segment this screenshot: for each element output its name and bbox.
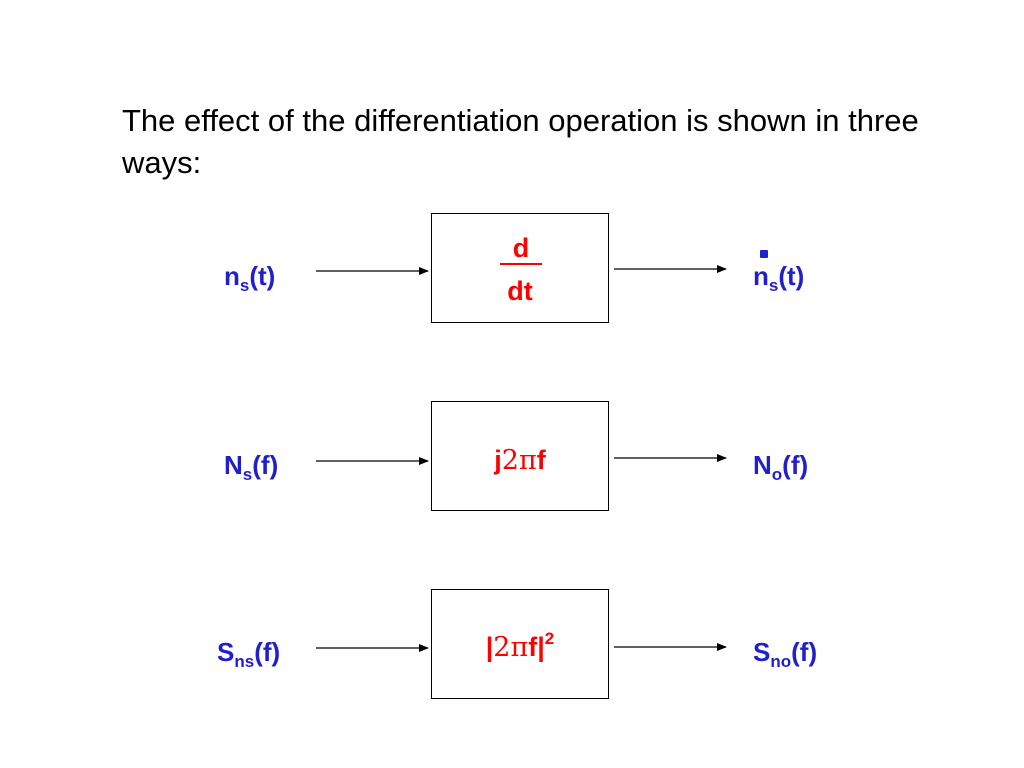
operator-box-derivative: d dt — [431, 213, 609, 323]
operator-box-frequency: j2πf — [431, 401, 609, 511]
input-psd: Sns(f) — [217, 637, 280, 671]
input-spectrum-base: N — [224, 450, 243, 480]
time-derivative-dot-icon — [760, 250, 768, 258]
output-signal-time-arg: (t) — [778, 261, 805, 291]
input-signal-time-sub: s — [239, 276, 250, 295]
input-spectrum: Ns(f) — [224, 450, 278, 484]
psd-operator-power: 2 — [544, 629, 555, 648]
psd-operator: |2πf|2 — [432, 629, 608, 666]
input-signal-time-arg: (t) — [249, 261, 276, 291]
output-spectrum-arg: (f) — [782, 450, 809, 480]
output-spectrum: No(f) — [753, 450, 808, 484]
psd-operator-greek: 2π — [493, 632, 529, 663]
output-psd-base: S — [753, 637, 771, 667]
output-signal-time-sub: s — [768, 276, 779, 295]
output-psd: Sno(f) — [753, 637, 817, 671]
input-spectrum-arg: (f) — [252, 450, 279, 480]
output-signal-time: ns(t) — [753, 261, 804, 295]
input-signal-time: ns(t) — [224, 261, 275, 295]
output-psd-sub: no — [770, 652, 792, 671]
input-psd-sub: ns — [234, 652, 255, 671]
output-spectrum-sub: o — [771, 465, 783, 484]
frequency-operator-greek: 2π — [501, 445, 537, 476]
frequency-operator-suffix: f — [536, 445, 546, 475]
output-signal-time-base: n — [753, 261, 769, 291]
intro-text: The effect of the differentiation operat… — [122, 103, 919, 180]
input-spectrum-sub: s — [242, 465, 253, 484]
psd-operator-prefix: | — [485, 632, 494, 662]
psd-operator-suffix: f| — [528, 632, 545, 662]
input-psd-arg: (f) — [254, 637, 281, 667]
output-psd-arg: (f) — [791, 637, 818, 667]
operator-box-psd: |2πf|2 — [431, 589, 609, 699]
frequency-operator-prefix: j — [494, 445, 502, 475]
derivative-numerator: d — [500, 234, 542, 265]
derivative-denominator: dt — [507, 276, 533, 306]
input-signal-time-base: n — [224, 261, 240, 291]
input-psd-base: S — [217, 637, 235, 667]
output-spectrum-base: N — [753, 450, 772, 480]
frequency-operator: j2πf — [432, 445, 608, 476]
